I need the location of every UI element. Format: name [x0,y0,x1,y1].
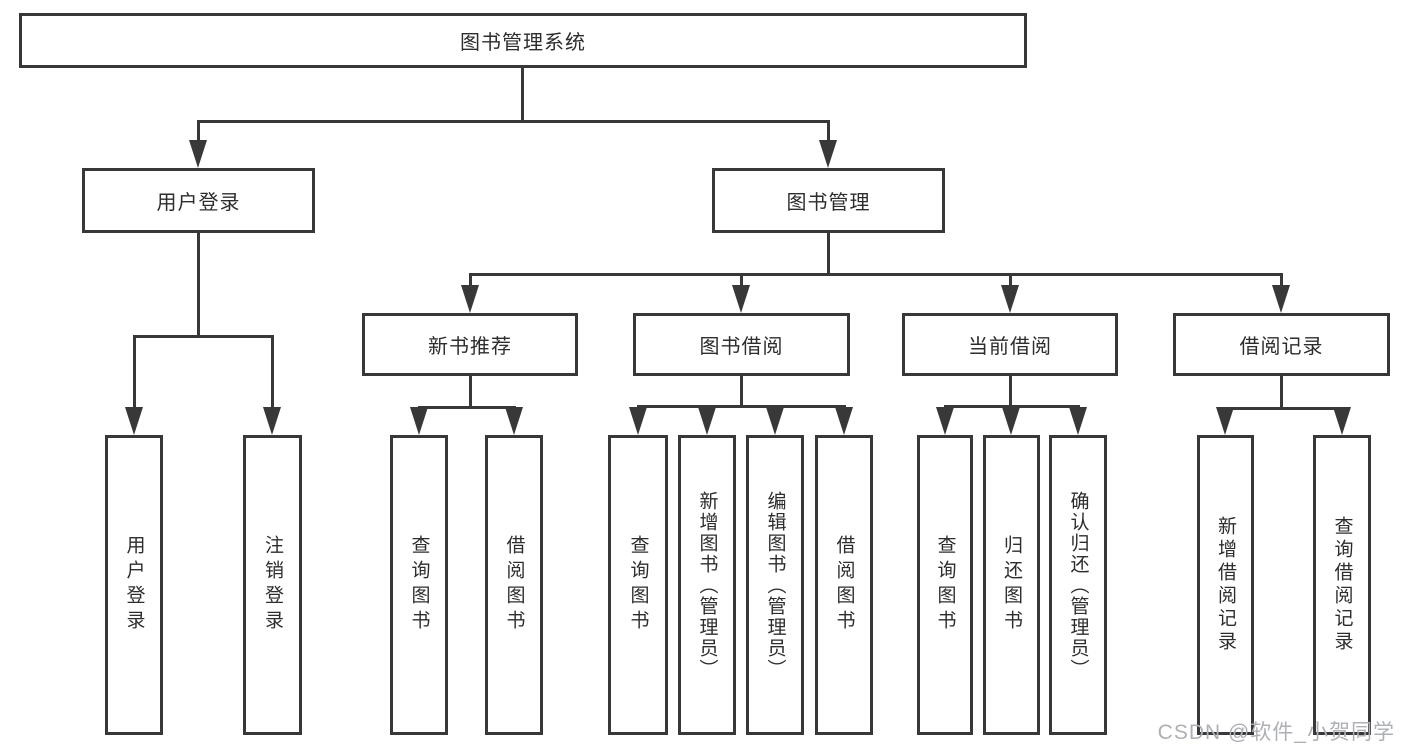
arrow-down-icon [1002,407,1020,435]
connector-stem [1009,273,1012,287]
connector-user-login-rail [133,335,274,338]
connector-borrow-records-stem [1280,376,1283,407]
arrow-down-icon [835,407,853,435]
arrow-down-icon [1069,407,1087,435]
arrow-down-icon [698,407,716,435]
node-book-mgmt-label: 图书管理 [786,192,871,214]
node-user-login-leaf-label: 用户登录 [123,535,145,635]
connector-stem [469,273,472,287]
connector-root-stem [521,68,524,120]
node-current-borrow: 当前借阅 [902,313,1118,376]
node-rec-borrow-books-label: 借阅图书 [503,535,525,635]
arrow-down-icon [125,407,143,435]
connector-book-borrow-stem [740,376,743,405]
node-book-mgmt: 图书管理 [712,168,945,233]
node-root-label: 图书管理系统 [460,32,586,54]
node-cb-confirm-return-label: 确认归还（管理员） [1067,490,1089,680]
connector-new-book-rec-stem [469,376,472,406]
connector-book-mgmt-stem [827,233,830,273]
connector-root-rail [197,120,830,123]
node-rec-query-books-label: 查询图书 [408,535,430,635]
connector-borrow-records-rail [1224,407,1343,410]
connector-stem [133,335,136,409]
node-rec-query-books: 查询图书 [390,435,448,735]
node-bb-add-books-label: 新增图书（管理员） [696,490,718,680]
arrow-down-icon [410,407,428,435]
node-rec-borrow-books: 借阅图书 [485,435,543,735]
node-user-login-leaf: 用户登录 [105,435,163,735]
node-br-add-record: 新增借阅记录 [1197,435,1254,735]
connector-stem [197,120,200,142]
connector-new-book-rec-rail [418,406,516,409]
node-user-login-label: 用户登录 [156,192,241,214]
node-root: 图书管理系统 [19,13,1027,68]
node-br-add-record-label: 新增借阅记录 [1215,516,1236,654]
node-new-book-rec: 新书推荐 [362,313,578,376]
node-bb-edit-books-label: 编辑图书（管理员） [764,490,786,680]
node-cb-query-books-label: 查询图书 [934,535,956,635]
node-br-query-record: 查询借阅记录 [1313,435,1371,735]
node-bb-query-books: 查询图书 [608,435,668,735]
node-user-login: 用户登录 [82,168,315,233]
arrow-down-icon [1333,407,1351,435]
node-br-query-record-label: 查询借阅记录 [1331,516,1353,654]
node-bb-query-books-label: 查询图书 [627,535,649,635]
node-bb-borrow-books-label: 借阅图书 [833,535,855,635]
arrow-down-icon [732,285,750,313]
arrow-down-icon [629,407,647,435]
connector-stem [740,273,743,287]
arrow-down-icon [766,407,784,435]
node-borrow-records-label: 借阅记录 [1239,336,1324,358]
arrow-down-icon [936,407,954,435]
node-bb-edit-books: 编辑图书（管理员） [746,435,804,735]
arrow-down-icon [263,407,281,435]
arrow-down-icon [461,285,479,313]
arrow-down-icon [1272,285,1290,313]
connector-current-borrow-stem [1009,376,1012,405]
node-bb-borrow-books: 借阅图书 [815,435,873,735]
connector-stem [1280,273,1283,287]
node-book-borrow: 图书借阅 [633,313,850,376]
node-cb-query-books: 查询图书 [917,435,973,735]
connector-stem [827,120,830,142]
node-new-book-rec-label: 新书推荐 [428,336,512,358]
arrow-down-icon [1001,285,1019,313]
node-cb-confirm-return: 确认归还（管理员） [1049,435,1107,735]
connector-current-borrow-rail [944,405,1080,408]
connector-stem [271,335,274,409]
node-logout: 注销登录 [243,435,302,735]
arrow-down-icon [505,407,523,435]
node-cb-return-books: 归还图书 [983,435,1040,735]
node-cb-return-books-label: 归还图书 [1001,535,1022,635]
connector-user-login-stem [197,233,200,335]
node-current-borrow-label: 当前借阅 [968,336,1052,358]
node-bb-add-books: 新增图书（管理员） [678,435,736,735]
node-book-borrow-label: 图书借阅 [699,336,784,358]
connector-book-mgmt-rail [469,273,1282,276]
arrow-down-icon [189,140,207,168]
node-borrow-records: 借阅记录 [1173,313,1390,376]
connector-book-borrow-rail [637,405,846,408]
arrow-down-icon [1216,407,1234,435]
node-logout-label: 注销登录 [262,535,283,635]
watermark: CSDN @软件_小贺同学 [1157,721,1395,744]
arrow-down-icon [819,140,837,168]
